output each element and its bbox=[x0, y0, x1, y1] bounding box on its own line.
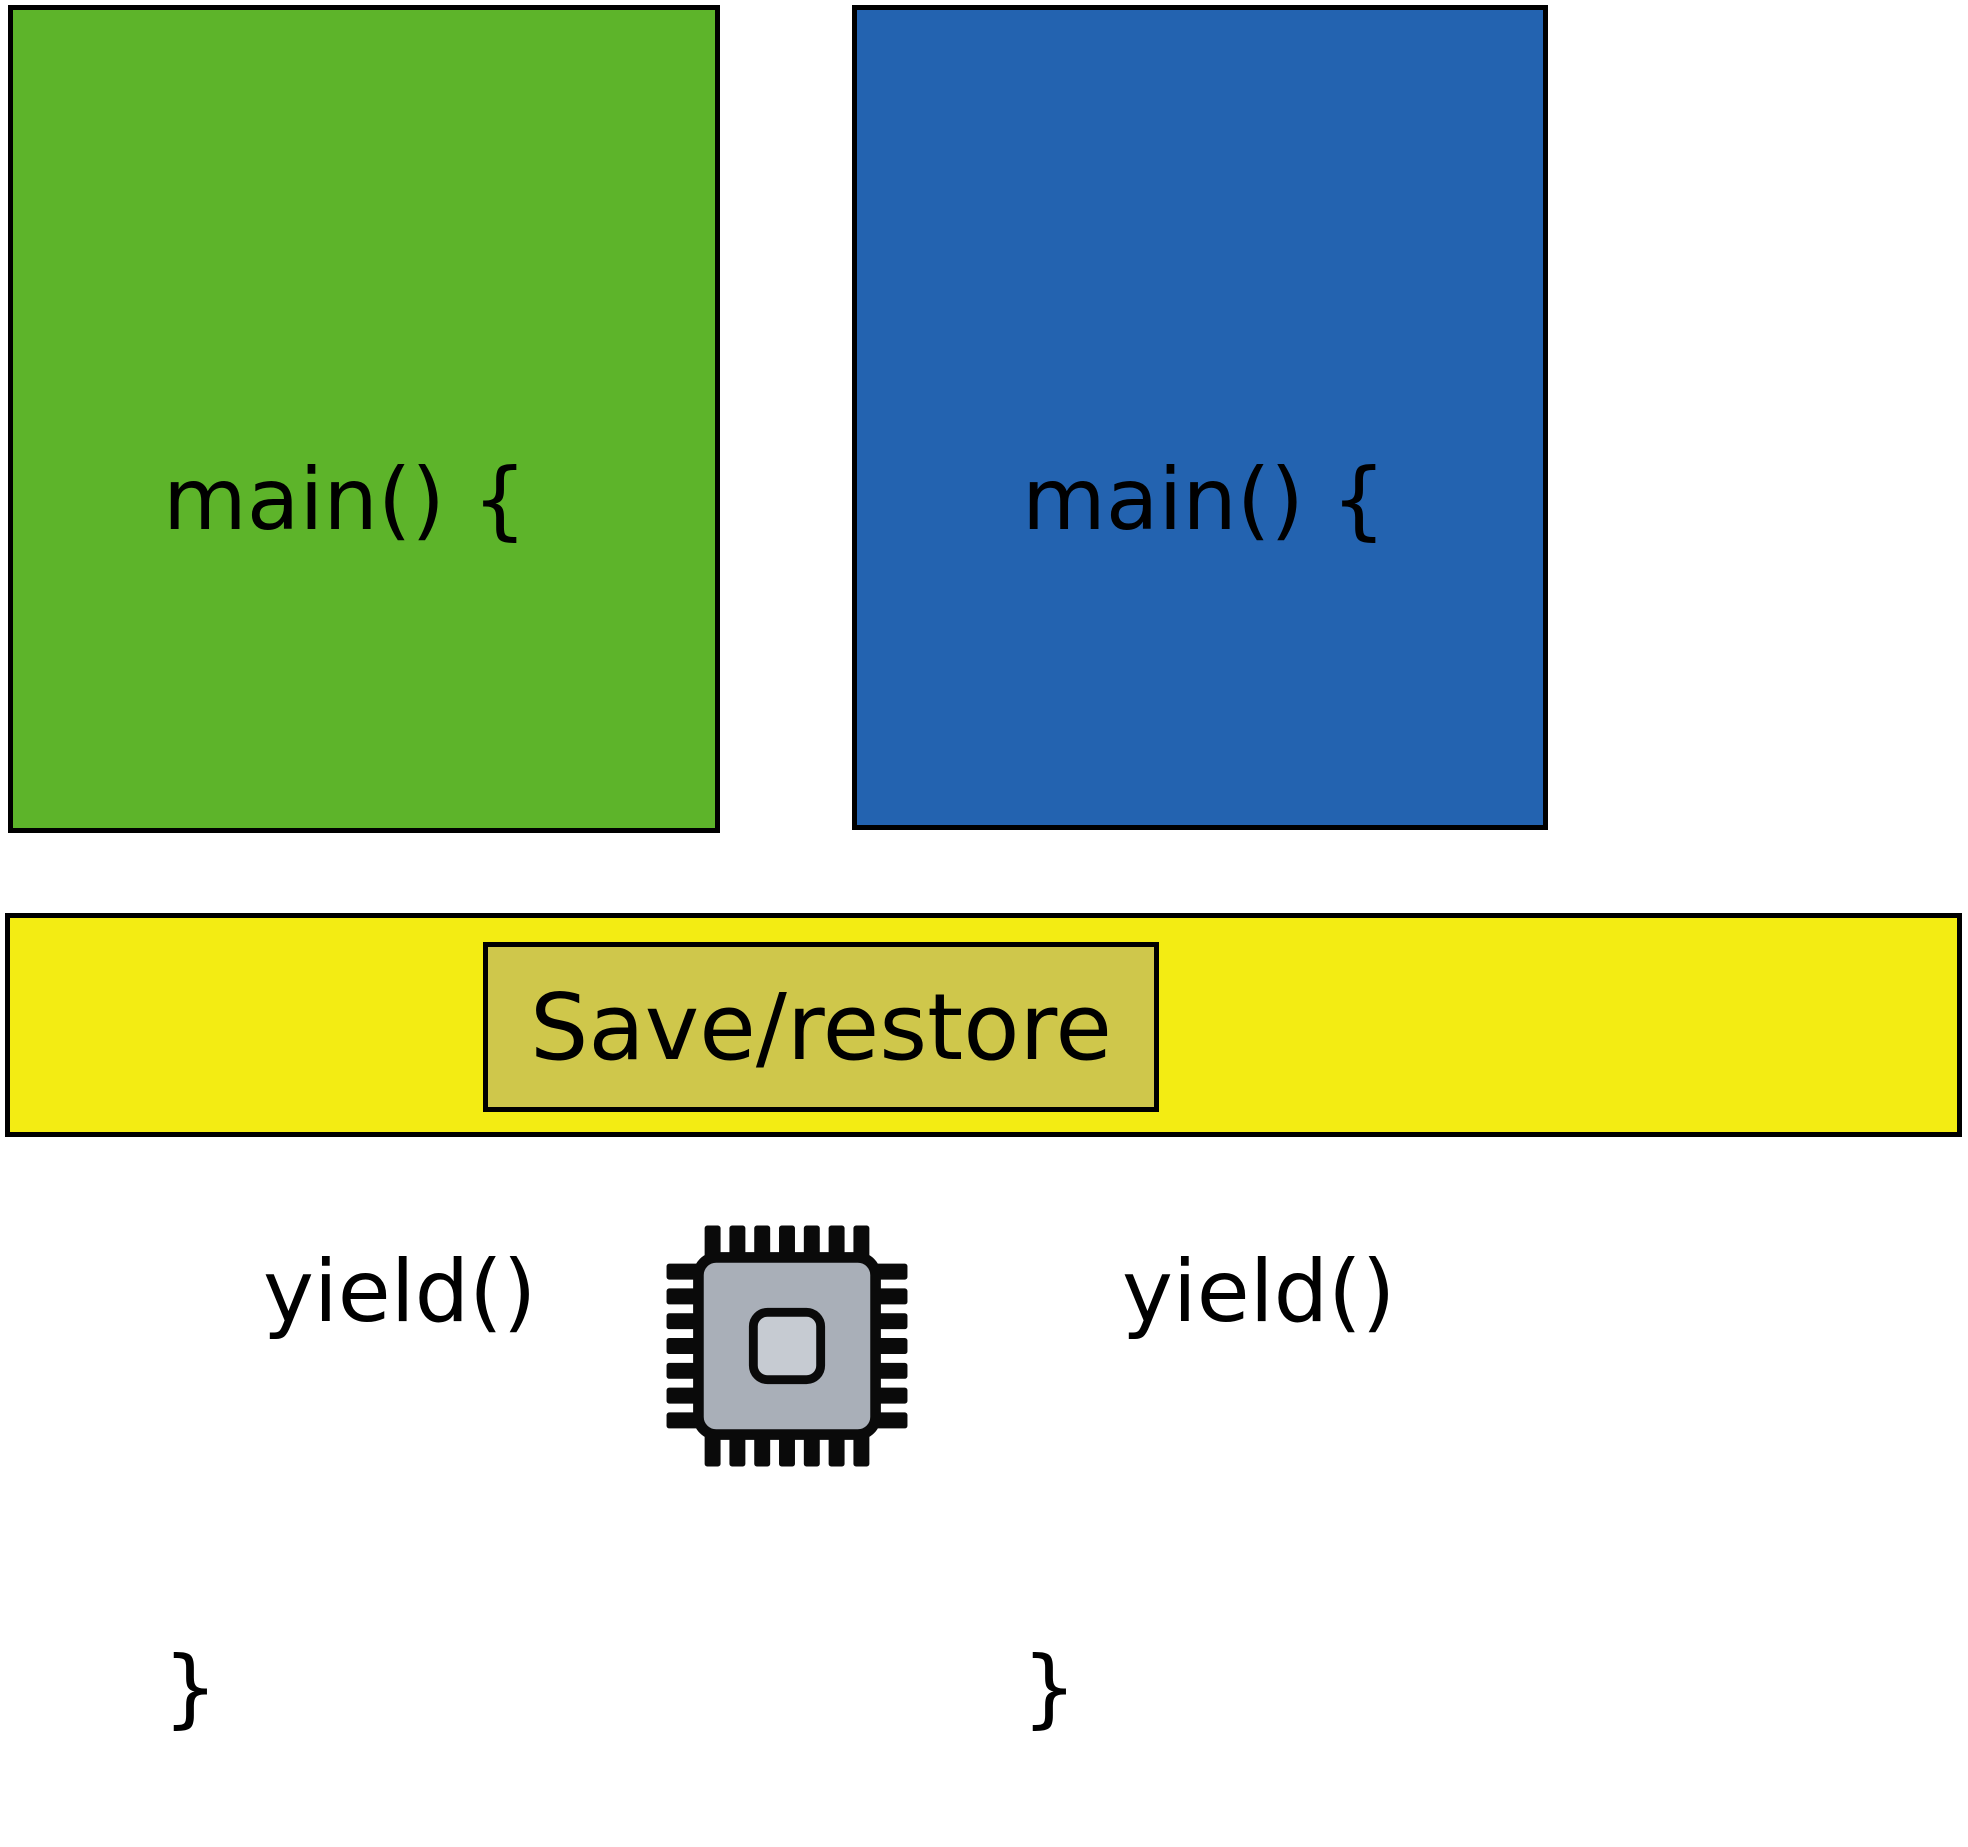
cpu-chip-icon bbox=[663, 1222, 911, 1470]
code-line: } bbox=[163, 1638, 218, 1738]
code-line: yield() bbox=[1122, 1242, 1396, 1342]
code-line: yield() bbox=[263, 1242, 537, 1342]
thread-a-box: main() { ... yield() } bbox=[8, 5, 720, 1738]
runtime-bar: Save/restore bbox=[5, 913, 1962, 1137]
thread-b-box: main() { ... yield() } bbox=[852, 5, 1548, 1738]
code-line: } bbox=[1022, 1638, 1077, 1738]
thread-a-code: main() { ... yield() } bbox=[13, 10, 715, 1847]
code-line: main() { bbox=[163, 450, 528, 550]
code-line: main() { bbox=[1022, 450, 1387, 550]
save-restore-box: Save/restore bbox=[483, 942, 1159, 1112]
save-restore-label: Save/restore bbox=[530, 973, 1112, 1081]
